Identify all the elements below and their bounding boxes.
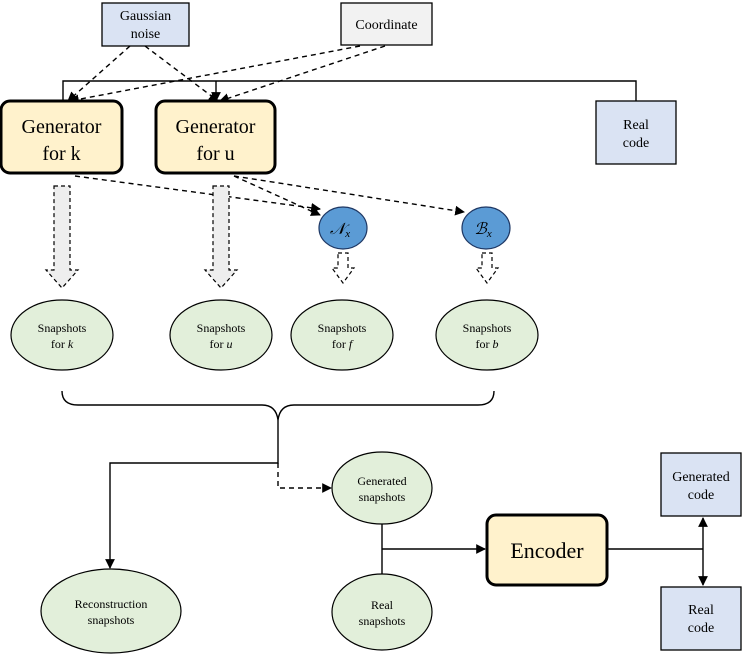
edge-gen-u-to-bx — [233, 175, 465, 216]
hollow-arrow-f — [330, 252, 356, 285]
real-code-bottom-node: Real code — [660, 586, 742, 651]
encoder-label: Encoder — [510, 538, 584, 563]
snapshots-u-var: u — [227, 337, 233, 351]
snapshots-b-line1: Snapshots — [463, 321, 512, 335]
snapshots-b-prefix: for — [476, 337, 493, 351]
connectors — [61, 45, 708, 586]
snapshots-b-line2: for b — [476, 337, 499, 351]
generator-u-line2: for u — [196, 143, 234, 165]
generated-snapshots-node: Generated snapshots — [331, 451, 433, 525]
generator-k-line2: for k — [42, 143, 80, 165]
snapshots-k-node: Snapshots for k — [10, 299, 114, 371]
real-code-top-line1: Real — [623, 118, 649, 133]
coordinate-label: Coordinate — [355, 18, 417, 33]
reconstruction-snapshots-line1: Reconstruction — [75, 597, 148, 611]
generator-u-node: Generator for u — [154, 99, 277, 175]
coordinate-node: Coordinate — [340, 2, 433, 46]
reconstruction-snapshots-line2: snapshots — [88, 613, 135, 627]
snapshots-k-line2: for k — [51, 337, 74, 351]
generated-code-line1: Generated — [672, 470, 730, 485]
edge-coordinate-to-gen-u — [219, 45, 386, 103]
nx-symbol: 𝒩 — [330, 221, 350, 238]
nx-operator-node: 𝒩x — [318, 206, 368, 250]
snapshots-f-node: Snapshots for f — [290, 299, 394, 371]
edge-brace-to-reconstruction — [105, 420, 279, 569]
edge-noise-to-gen-k — [67, 45, 131, 102]
bx-subscript: x — [486, 228, 492, 240]
nx-operator-label: 𝒩x — [330, 221, 350, 240]
edge-brace-to-generated-snapshots — [277, 463, 332, 493]
nx-subscript: x — [344, 228, 350, 240]
snapshots-u-prefix: for — [210, 337, 227, 351]
hollow-arrows — [44, 185, 500, 289]
generator-k-line1: Generator — [22, 116, 102, 138]
gaussian-noise-node: Gaussian noise — [101, 2, 190, 47]
snapshots-f-line2: for f — [332, 337, 354, 351]
generated-snapshots-line2: snapshots — [359, 490, 406, 504]
edge-noise-to-gen-u — [144, 45, 219, 102]
hollow-arrow-u — [203, 185, 239, 289]
reconstruction-snapshots-node: Reconstruction snapshots — [40, 568, 182, 654]
generator-k-node: Generator for k — [0, 99, 124, 175]
real-snapshots-line1: Real — [371, 598, 394, 612]
edge-coordinate-to-gen-k — [69, 45, 361, 105]
snapshots-u-node: Snapshots for u — [169, 299, 273, 371]
edge-gen-k-to-nx — [74, 175, 321, 213]
snapshots-u-line2: for u — [210, 337, 233, 351]
bx-operator-node: ℬx — [461, 206, 511, 250]
snapshots-b-var: b — [493, 337, 499, 351]
real-snapshots-node: Real snapshots — [331, 573, 433, 651]
snapshots-f-line1: Snapshots — [318, 321, 367, 335]
hollow-arrow-b — [474, 252, 500, 285]
hollow-arrow-k — [44, 185, 80, 289]
snapshots-b-node: Snapshots for b — [435, 299, 539, 371]
encoder-node: Encoder — [485, 513, 609, 587]
snapshots-f-prefix: for — [332, 337, 349, 351]
snapshots-k-var: k — [68, 337, 74, 351]
snapshots-k-line1: Snapshots — [38, 321, 87, 335]
snapshots-k-prefix: for — [51, 337, 68, 351]
generated-code-line2: code — [688, 488, 714, 503]
edge-real-code-bus — [62, 80, 637, 101]
real-code-bottom-line2: code — [688, 621, 714, 636]
real-code-bottom-line1: Real — [688, 603, 714, 618]
generator-u-line1: Generator — [176, 116, 256, 138]
gaussian-noise-line1: Gaussian — [120, 9, 171, 24]
snapshots-f-var: f — [349, 337, 354, 351]
real-code-top-line2: code — [623, 136, 649, 151]
snapshots-u-line1: Snapshots — [197, 321, 246, 335]
bx-symbol: ℬ — [474, 221, 488, 238]
generated-code-node: Generated code — [660, 452, 742, 517]
bx-operator-label: ℬx — [474, 221, 492, 240]
gaussian-noise-line2: noise — [131, 27, 161, 42]
edge-gen-u-to-nx — [233, 175, 321, 216]
snapshots-brace — [61, 390, 495, 421]
generated-snapshots-line1: Generated — [357, 474, 406, 488]
real-snapshots-line2: snapshots — [359, 614, 406, 628]
real-code-top-node: Real code — [595, 100, 677, 165]
